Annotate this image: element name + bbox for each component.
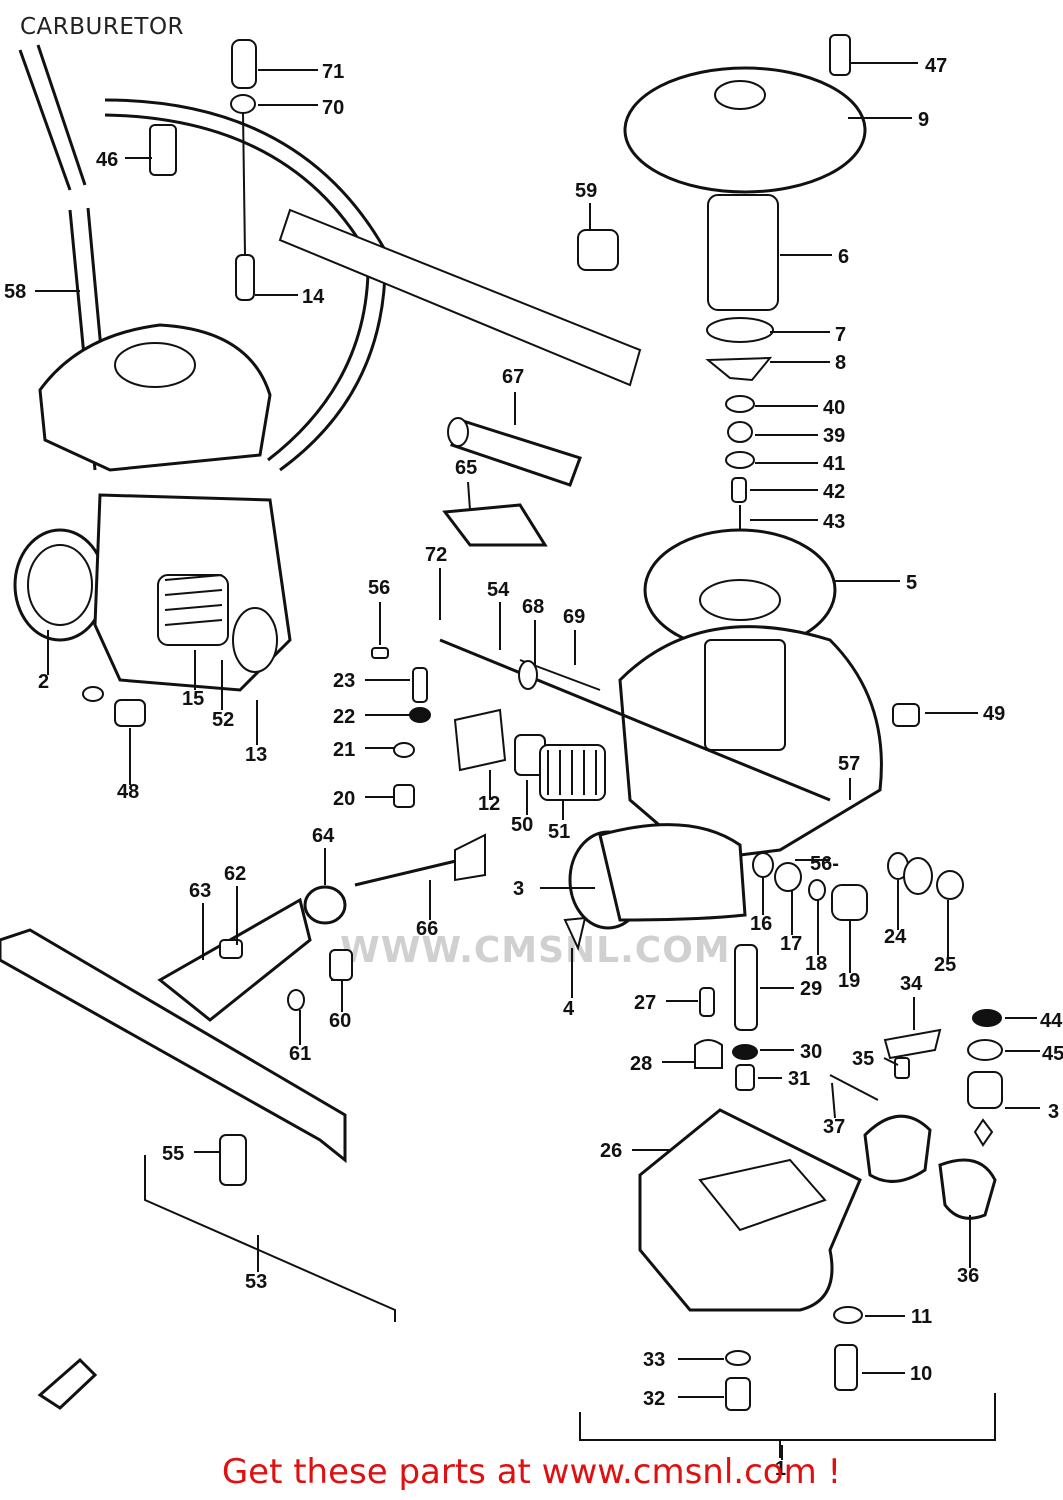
part-callout-53: 53 <box>245 1271 267 1293</box>
part-callout-52: 52 <box>212 709 234 731</box>
callout-leader-line <box>467 481 471 511</box>
part-callout-26: 26 <box>600 1140 622 1162</box>
part-callout-55: 55 <box>162 1143 184 1165</box>
part-callout-37: 37 <box>823 1116 845 1138</box>
part-callout-48: 48 <box>117 781 139 803</box>
part-callout-60: 60 <box>329 1010 351 1032</box>
part-callout-65: 65 <box>455 457 477 479</box>
callout-leader-line <box>883 1057 899 1066</box>
part-callout-58: 58 <box>4 281 26 303</box>
part-callout-66: 66 <box>416 918 438 940</box>
part-callout-12: 12 <box>478 793 500 815</box>
part-callout-62: 62 <box>224 863 246 885</box>
part-callout-7: 7 <box>835 324 846 346</box>
page-title: CARBURETOR <box>20 14 185 40</box>
part-callout-18: 18 <box>805 953 827 975</box>
part-callout-15: 15 <box>182 688 204 710</box>
part-callout-28: 28 <box>630 1053 652 1075</box>
part-callout-71: 71 <box>322 61 344 83</box>
part-callout-51: 51 <box>548 821 570 843</box>
part-callout-44: 44 <box>1040 1010 1063 1032</box>
callout-leader-line <box>831 1082 836 1119</box>
part-callout-57: 57 <box>838 753 860 775</box>
part-callout-5: 5 <box>906 572 917 594</box>
part-callout-6: 6 <box>838 246 849 268</box>
part-callout-24: 24 <box>884 926 907 948</box>
part-drawings <box>0 34 1003 1458</box>
part-callout-69: 69 <box>563 606 585 628</box>
part-callout-16: 16 <box>750 913 772 935</box>
part-callout-41: 41 <box>823 453 845 475</box>
part-callout-50: 50 <box>511 814 533 836</box>
part-callout-21: 21 <box>333 739 355 761</box>
part-callout-10: 10 <box>910 1363 932 1385</box>
part-callout-64: 64 <box>312 825 335 847</box>
part-callout-20: 20 <box>333 788 355 810</box>
part-callout-63: 63 <box>189 880 211 902</box>
part-callout-43: 43 <box>823 511 845 533</box>
part-callout-13: 13 <box>245 744 267 766</box>
part-callout-32: 32 <box>643 1388 665 1410</box>
part-callout-30: 30 <box>800 1041 822 1063</box>
part-callout-19: 19 <box>838 970 860 992</box>
part-callout-17: 17 <box>780 933 802 955</box>
part-callout-46: 46 <box>96 149 118 171</box>
part-callout-22: 22 <box>333 706 355 728</box>
part-callout-31: 31 <box>788 1068 810 1090</box>
part-callout-67: 67 <box>502 366 524 388</box>
part-callout-4: 4 <box>563 998 575 1020</box>
part-callout-2: 2 <box>38 671 49 693</box>
watermark-text: WWW.CMSNL.COM <box>340 930 731 971</box>
part-callout-14: 14 <box>302 286 325 308</box>
part-callout-47: 47 <box>925 55 947 77</box>
part-callout-8: 8 <box>835 352 846 374</box>
part-callout-61: 61 <box>289 1043 311 1065</box>
part-callout-45: 45 <box>1042 1043 1063 1065</box>
part-callout-27: 27 <box>634 992 656 1014</box>
part-callout-34: 34 <box>900 973 923 995</box>
part-callout-3: 3 <box>1048 1101 1059 1123</box>
part-callout-54: 54 <box>487 579 510 601</box>
part-callout-56: 56- <box>810 853 839 875</box>
part-callout-39: 39 <box>823 425 845 447</box>
footer-parts-link[interactable]: Get these parts at www.cmsnl.com ! <box>221 1452 842 1492</box>
part-callout-56: 56 <box>368 577 390 599</box>
part-callout-35: 35 <box>852 1048 874 1070</box>
part-callout-23: 23 <box>333 670 355 692</box>
part-callout-72: 72 <box>425 544 447 566</box>
part-callout-49: 49 <box>983 703 1005 725</box>
part-callout-9: 9 <box>918 109 929 131</box>
part-callout-1: 1 <box>775 1458 786 1480</box>
part-callout-3: 3 <box>513 878 524 900</box>
part-callout-36: 36 <box>957 1265 979 1287</box>
part-callout-29: 29 <box>800 978 822 1000</box>
part-callout-68: 68 <box>522 596 544 618</box>
part-callout-59: 59 <box>575 180 597 202</box>
part-callout-70: 70 <box>322 97 344 119</box>
part-callout-40: 40 <box>823 397 845 419</box>
part-callout-11: 11 <box>911 1306 932 1328</box>
part-callout-33: 33 <box>643 1349 665 1371</box>
part-callout-42: 42 <box>823 481 845 503</box>
part-callout-25: 25 <box>934 954 956 976</box>
